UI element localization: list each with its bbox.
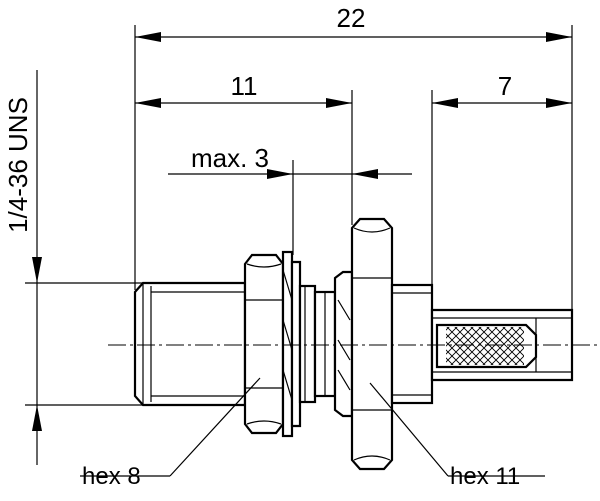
callout-hex-8-label: hex 8 [82,463,141,490]
dimension-front-label: 11 [231,71,258,101]
callout-hex-11-label: hex 11 [450,463,520,490]
dimension-overall: 22 [135,3,572,42]
extension-lines [25,25,573,406]
connector-body [133,217,574,471]
dimension-crimp-label: 7 [498,71,512,101]
callout-hex-8: hex 8 [80,377,261,490]
dimension-thread-label: 1/4-36 UNS [3,97,33,233]
dimension-crimp: 7 [432,71,572,108]
dimension-thread: 1/4-36 UNS [3,70,42,465]
dimension-panel-label: max. 3 [191,143,269,173]
dimension-overall-label: 22 [337,3,366,33]
dimension-panel: max. 3 [168,143,412,179]
dimension-front: 11 [135,71,352,108]
callout-hex-11: hex 11 [369,382,545,490]
